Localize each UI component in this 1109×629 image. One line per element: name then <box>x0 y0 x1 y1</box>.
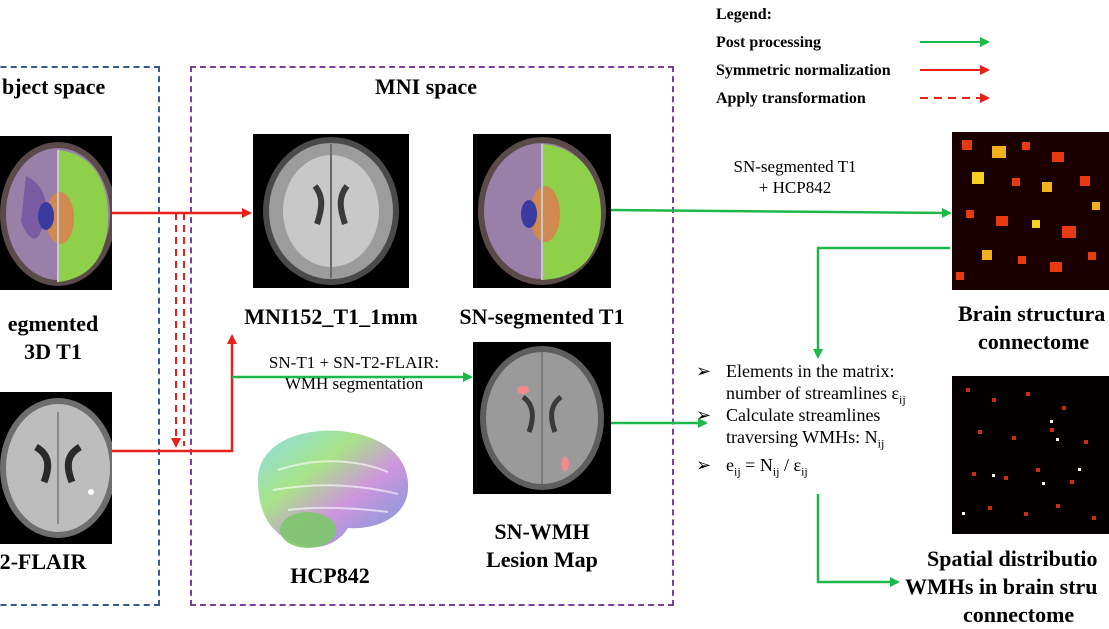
legend-title: Legend: <box>716 6 772 23</box>
mni152-label: MNI152_T1_1mm <box>244 304 418 329</box>
spatial-connectome-line3: connectome <box>963 602 1075 627</box>
mni152-image <box>253 134 409 288</box>
mni-space-title: MNI space <box>375 74 478 99</box>
wmh-segmentation-note: SN-T1 + SN-T2-FLAIR: WMH segmentation <box>250 352 458 394</box>
formula-e: e <box>726 455 734 475</box>
formula-div: / ε <box>779 455 802 475</box>
sn-wmh-label-line2: Lesion Map <box>486 547 598 572</box>
segmented-t1-label: egmented 3D T1 <box>0 310 116 366</box>
bullet-2-sub: ij <box>877 436 885 451</box>
structural-connectome-matrix <box>952 132 1109 290</box>
bullet-3-formula: eij = Nij / εij <box>726 454 808 483</box>
structural-connectome-line2: connectome <box>978 329 1090 354</box>
spatial-connectome-line2: WMHs in brain stru <box>905 574 1098 599</box>
connectome-to-bullets-arrow <box>813 246 950 359</box>
bullet-1-text: number of streamlines ε <box>726 383 900 403</box>
spatial-wmh-connectome-matrix <box>952 376 1109 534</box>
legend-post-processing: Post processing <box>716 34 822 51</box>
sn-t1-hcp-note-line1: SN-segmented T1 <box>733 157 857 176</box>
wmh-seg-note-line2: WMH segmentation <box>284 374 424 393</box>
bullet-1-marker: ➢ <box>696 361 712 381</box>
hcp842-image <box>238 420 418 558</box>
segmented-t1-label-line1: egmented <box>7 311 99 336</box>
sn-wmh-label-line1: SN-WMH <box>494 519 590 544</box>
bullet-2-line2: traversing WMHs: Nij <box>726 426 884 455</box>
wmh-seg-note-line1: SN-T1 + SN-T2-FLAIR: <box>268 353 440 372</box>
segmented-t1-image <box>0 136 112 290</box>
formula-sub3: ij <box>801 464 808 479</box>
structural-connectome-label: Brain structura connectome <box>946 300 1109 356</box>
spatial-connectome-line1: Spatial distributio <box>927 546 1098 571</box>
legend-apply-transformation: Apply transformation <box>716 90 866 107</box>
t2-flair-image <box>0 392 112 544</box>
structural-connectome-line1: Brain structura <box>958 301 1106 326</box>
bullets-to-spatial-arrow <box>816 494 900 587</box>
spatial-connectome-label: Spatial distributio WMHs in brain stru c… <box>903 545 1109 629</box>
legend-symmetric-normalization: Symmetric normalization <box>716 62 891 79</box>
sn-wmh-lesion-map-image <box>473 342 611 494</box>
bullet-1-sub: ij <box>899 392 906 407</box>
formula-eq: = N <box>740 455 773 475</box>
sn-t1-hcp-note: SN-segmented T1 + HCP842 <box>720 156 870 198</box>
segmented-t1-label-line2: 3D T1 <box>24 339 82 364</box>
hcp842-label: HCP842 <box>290 563 370 588</box>
sn-t1-hcp-note-line2: + HCP842 <box>758 178 832 197</box>
bullet-2-marker: ➢ <box>696 405 712 425</box>
subject-space-title: bject space <box>2 74 106 99</box>
formula-sub2: ij <box>772 464 780 479</box>
bullet-1-line1: Elements in the matrix: <box>726 361 895 381</box>
sn-segmented-t1-label: SN-segmented T1 <box>459 304 625 329</box>
bullet-2-text: traversing WMHs: N <box>726 427 878 447</box>
bullet-2-line1: Calculate streamlines <box>726 405 881 425</box>
sn-wmh-label: SN-WMH Lesion Map <box>472 518 612 574</box>
formula-sub1: ij <box>734 464 741 479</box>
bullet-list: ➢ Elements in the matrix: number of stre… <box>696 360 946 490</box>
t2-flair-label: 2-FLAIR <box>0 549 87 574</box>
sn-segmented-t1-image <box>473 134 611 288</box>
bullet-3-marker: ➢ <box>696 455 712 475</box>
bullet-1-line2: number of streamlines εij <box>726 382 906 411</box>
